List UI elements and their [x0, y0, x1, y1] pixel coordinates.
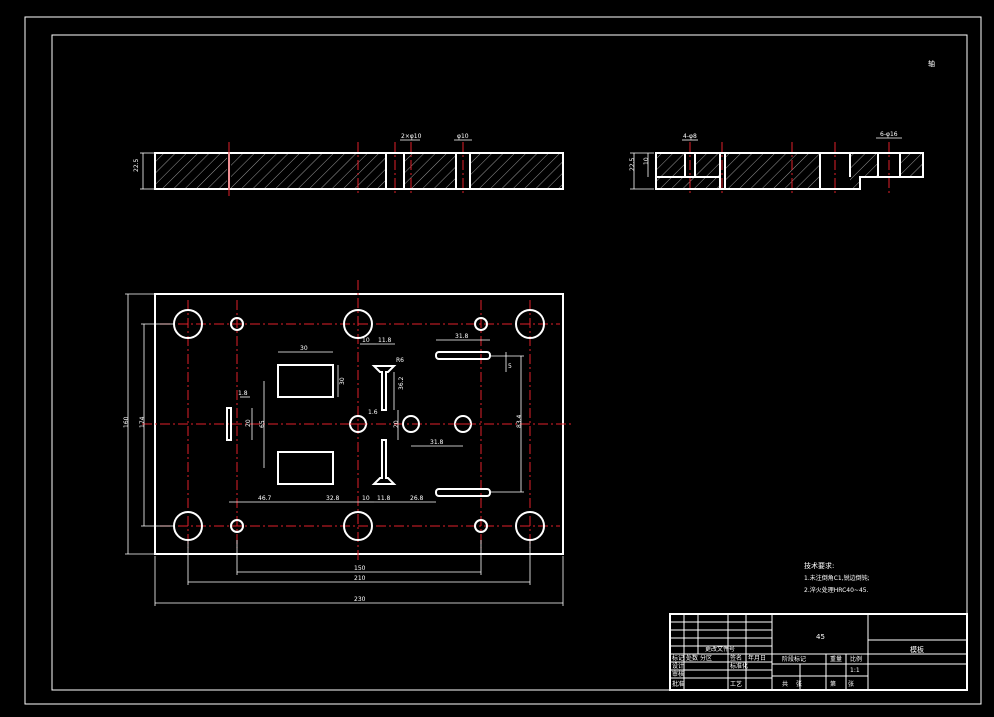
front-section-view: 22.5 2×φ10 φ10 — [133, 133, 564, 196]
front-hole-label-2: φ10 — [457, 133, 469, 140]
inner-frame — [51, 34, 968, 691]
outer-frame — [24, 16, 982, 705]
plan-dim-118a: 11.8 — [378, 337, 392, 344]
side-section-view: 22.5 10 4-φ8 6-φ16 — [629, 131, 924, 196]
plan-dim-118b: 11.8 — [377, 495, 391, 502]
tb-review: 审核 — [672, 670, 684, 678]
plan-dim-328: 32.8 — [326, 495, 340, 502]
center-hole-top — [343, 309, 373, 339]
beam-profile-bottom — [371, 439, 397, 485]
plan-dim-362: 36.2 — [398, 376, 405, 390]
plan-dim-834: 83.4 — [516, 414, 523, 428]
plan-dim-v20: 20 — [393, 420, 400, 428]
title-material: 45 — [816, 633, 825, 641]
plan-dim-5: 5 — [508, 363, 512, 370]
plan-dim-20a: 20 — [245, 419, 252, 427]
tb-standard: 标准化 — [730, 662, 748, 670]
plan-dim-318a: 31.8 — [455, 333, 469, 340]
side-height-label: 22.5 — [629, 157, 636, 171]
pocket-bottom — [277, 451, 334, 485]
corner-mark: 轴 — [928, 59, 935, 68]
plan-dim-174: 174 — [139, 416, 146, 428]
plan-dim-r: R6 — [396, 357, 404, 364]
title-block: 45 模板 标记 处数 分区 更改文件号 签名 年月日 设计 标准化 阶段标记 … — [669, 613, 968, 691]
plan-dim-318b: 31.8 — [430, 439, 444, 446]
slot-left — [226, 407, 232, 441]
center-hole-bottom — [343, 511, 373, 541]
plan-dim-160: 160 — [123, 416, 130, 428]
tb-mark: 标记 — [672, 654, 684, 662]
plan-dim-150: 150 — [354, 565, 366, 572]
tb-date: 年月日 — [748, 654, 766, 662]
side-hole-label-1: 4-φ8 — [683, 133, 697, 140]
note-2: 2.淬火处理HRC40~45. — [804, 586, 869, 594]
notes-title: 技术要求: — [804, 561, 834, 570]
tb-sheet: 张 — [848, 680, 854, 688]
plan-dim-467: 46.7 — [258, 495, 272, 502]
tb-approve: 批准 — [672, 680, 684, 688]
tb-scale: 比例 — [850, 655, 862, 663]
tb-process: 工艺 — [730, 680, 742, 688]
side-hole-label-2: 6-φ16 — [880, 131, 898, 138]
front-height-label: 22.5 — [133, 158, 140, 172]
tb-total: 共 — [782, 680, 788, 688]
plan-dim-65: 65 — [259, 420, 266, 428]
plan-dim-v30: 30 — [339, 377, 346, 385]
slot-bottom-right — [435, 488, 491, 497]
pocket-top — [277, 364, 334, 398]
tb-change-doc: 更改文件号 — [705, 645, 735, 653]
tb-design: 设计 — [672, 662, 684, 670]
slot-top-right — [435, 351, 491, 360]
side-inner-label: 10 — [643, 157, 650, 165]
title-name: 模板 — [910, 645, 924, 654]
tb-count: 处数 — [686, 654, 698, 662]
plan-dim-230: 230 — [354, 596, 366, 603]
tb-sheets: 张 — [796, 680, 802, 688]
tb-stage: 阶段标记 — [782, 655, 806, 663]
beam-profile-top — [371, 365, 397, 411]
plan-dim-16: 1.6 — [368, 409, 378, 416]
plan-dim-268: 26.8 — [410, 495, 424, 502]
plan-dim-18a: 1.8 — [238, 390, 248, 397]
tb-zone: 分区 — [700, 654, 712, 662]
tb-sheet-no: 第 — [830, 680, 836, 688]
technical-notes: 技术要求: 1.未注倒角C1,锐边倒钝; 2.淬火处理HRC40~45. — [804, 561, 870, 594]
front-hole-label-1: 2×φ10 — [401, 133, 422, 140]
corner-hole-tr — [515, 309, 545, 339]
plan-dim-210: 210 — [354, 575, 366, 582]
plan-view: 30 10 11.8 R6 31.8 1.8 20 65 30 36.2 1.6… — [123, 280, 572, 606]
plan-dim-10a: 10 — [362, 337, 370, 344]
plan-dim-30: 30 — [300, 345, 308, 352]
plan-dim-10b: 10 — [362, 495, 370, 502]
tb-scale-value: 1:1 — [850, 667, 860, 674]
tb-sign: 签名 — [730, 654, 742, 662]
note-1: 1.未注倒角C1,锐边倒钝; — [804, 574, 870, 582]
tb-weight: 重量 — [830, 655, 842, 663]
